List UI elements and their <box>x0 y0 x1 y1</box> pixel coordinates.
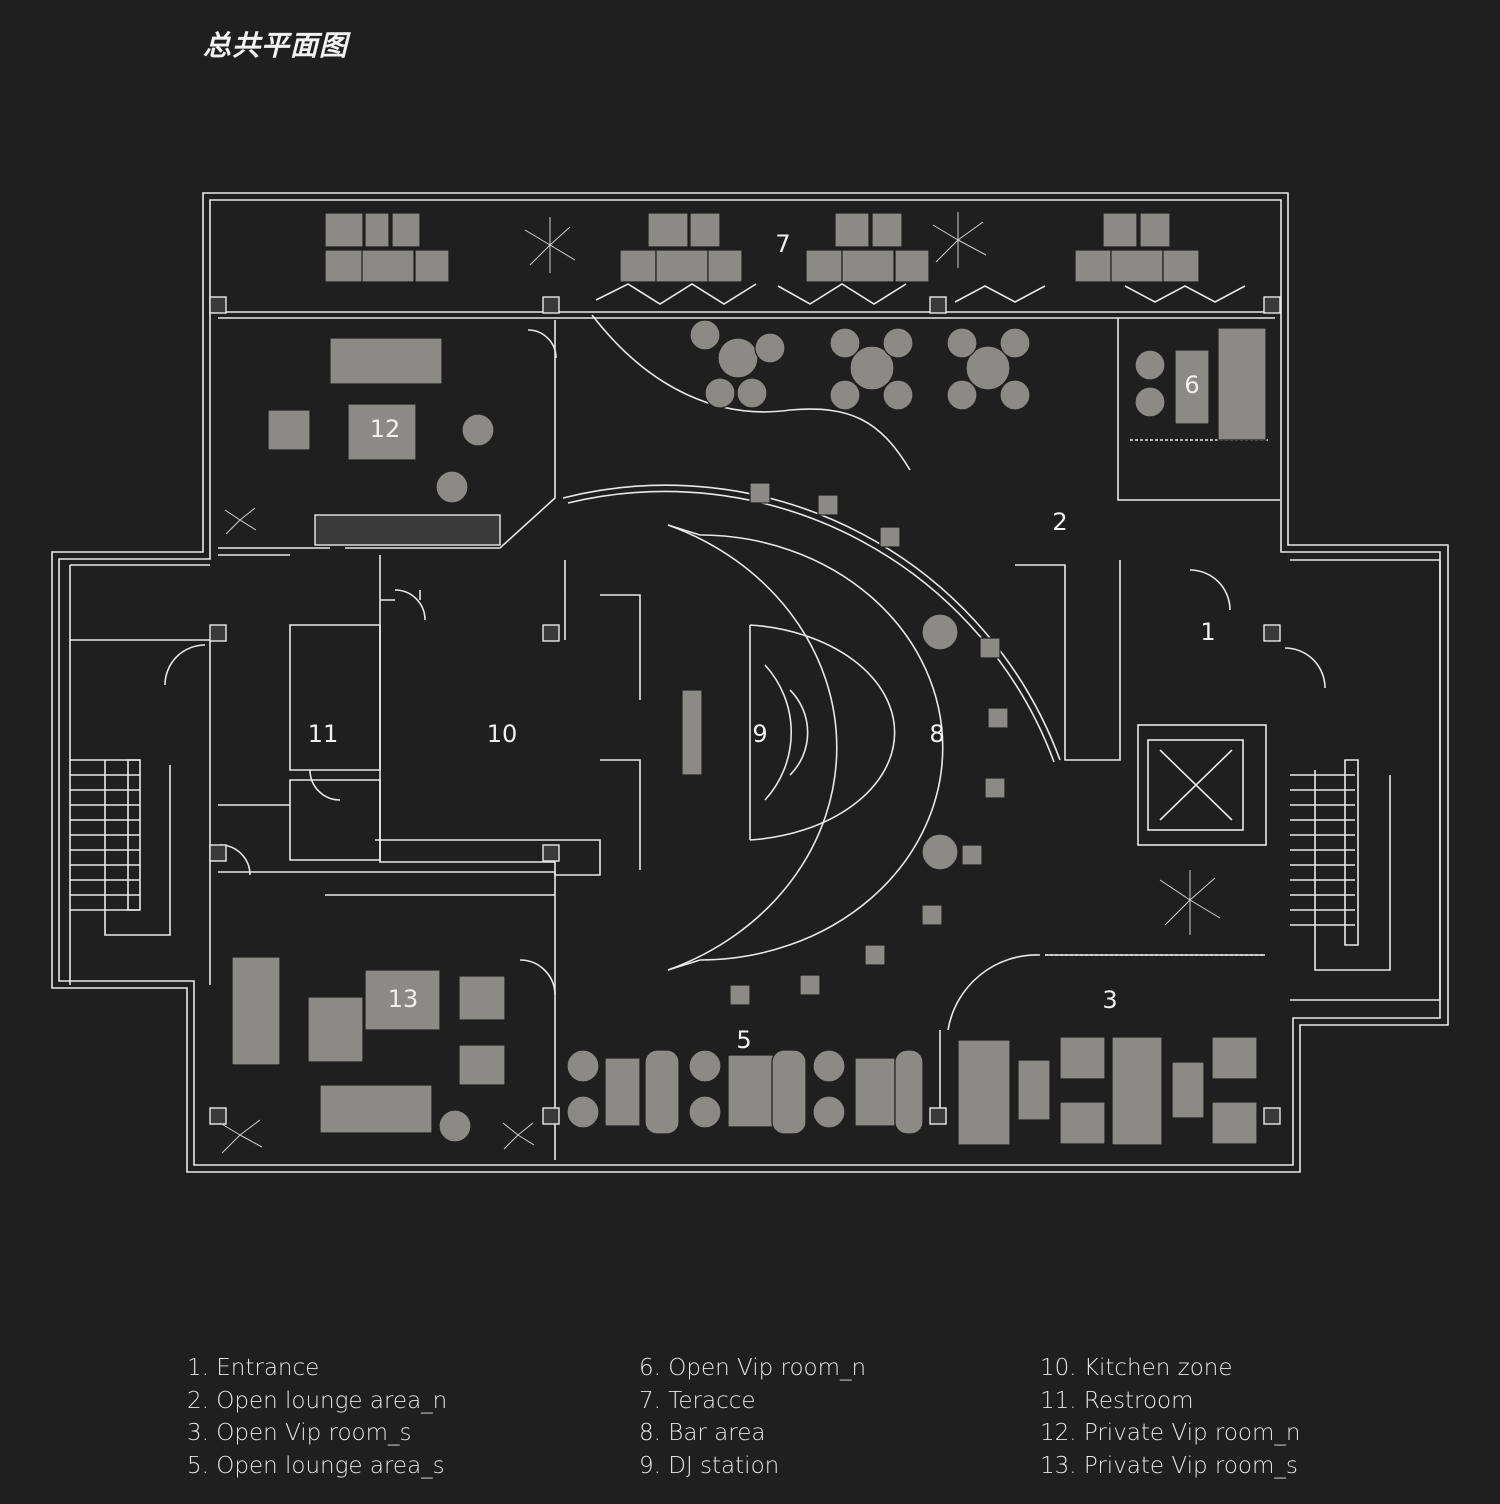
corridor-wall <box>218 554 290 806</box>
plant <box>932 212 987 268</box>
vip12-door <box>527 329 557 359</box>
room-label-12: 12 <box>370 415 401 443</box>
plant <box>502 1122 535 1150</box>
legend-item: 13. Private Vip room_s <box>1040 1452 1298 1479</box>
legend-item: 5. Open lounge area_s <box>187 1452 445 1479</box>
dj-arc <box>749 624 896 841</box>
folding-door <box>595 283 1246 305</box>
room-label-7: 7 <box>775 230 790 258</box>
legend-column-1: 1. Entrance 2. Open lounge area_n 3. Ope… <box>187 1352 447 1482</box>
legend-item: 8. Bar area <box>639 1420 766 1447</box>
legend-item: 7. Teracce <box>639 1387 756 1414</box>
legend: 1. Entrance 2. Open lounge area_n 3. Ope… <box>0 1352 1500 1492</box>
kitchen-door <box>394 589 426 621</box>
legend-item: 10. Kitchen zone <box>1040 1355 1233 1381</box>
bar-arc-outer <box>562 484 1061 761</box>
bar-arc-outer-2 <box>567 490 1055 763</box>
legend-column-3: 10. Kitchen zone 11. Restroom 12. Privat… <box>1040 1352 1301 1482</box>
legend-item: 2. Open lounge area_n <box>187 1387 448 1414</box>
entrance-door <box>1189 569 1231 611</box>
curved-wall <box>591 314 911 471</box>
room-label-5: 5 <box>736 1026 751 1054</box>
restroom-door <box>309 769 341 801</box>
dj-arc-4 <box>789 689 809 776</box>
vip12-wall <box>218 320 556 549</box>
entrance-door-2 <box>1284 647 1326 689</box>
room-label-6: 6 <box>1184 371 1199 399</box>
legend-item: 6. Open Vip room_n <box>639 1355 867 1381</box>
room-label-2: 2 <box>1052 508 1067 536</box>
room-label-10: 10 <box>487 720 518 748</box>
bar-counter-2 <box>667 524 701 971</box>
vip3-arc <box>947 954 1041 1031</box>
room-label-3: 3 <box>1102 986 1117 1014</box>
plant <box>219 1119 263 1154</box>
south-wall <box>218 871 556 1160</box>
elevator <box>1147 739 1244 831</box>
elevator-frame <box>1137 724 1267 846</box>
legend-item: 12. Private Vip room_n <box>1040 1420 1301 1447</box>
left-entry-door <box>164 644 206 686</box>
room-label-13: 13 <box>388 985 419 1013</box>
restroom-wall <box>289 624 381 861</box>
plant <box>524 217 576 273</box>
vip13-door <box>519 959 556 996</box>
plant <box>224 507 257 535</box>
outer-wall <box>51 192 1449 1173</box>
legend-item: 9. DJ station <box>639 1452 780 1479</box>
right-stair-wall <box>1290 559 1441 1001</box>
room-label-9: 9 <box>752 720 767 748</box>
legend-item: 3. Open Vip room_s <box>187 1420 412 1447</box>
kitchen-wall-2 <box>380 560 641 870</box>
left-stair-rail <box>104 759 171 936</box>
entrance-wall <box>1015 560 1121 761</box>
plant <box>1159 870 1221 935</box>
vip6-wall <box>1117 318 1280 501</box>
legend-item: 11. Restroom <box>1040 1387 1194 1414</box>
bar-counter <box>667 524 944 971</box>
dj-arc-3 <box>764 664 793 801</box>
legend-item: 1. Entrance <box>187 1355 320 1381</box>
elevator-cross <box>1159 749 1233 821</box>
room-label-8: 8 <box>929 720 944 748</box>
right-stair-rail <box>1314 759 1391 971</box>
room-label-11: 11 <box>308 720 339 748</box>
kitchen-wall <box>375 555 601 876</box>
inner-wall <box>58 199 1441 1166</box>
legend-column-2: 6. Open Vip room_n 7. Teracce 8. Bar are… <box>639 1352 866 1482</box>
page-title: 总共平面图 <box>203 29 349 62</box>
room-label-1: 1 <box>1200 618 1215 646</box>
right-stair-treads <box>1290 774 1355 926</box>
